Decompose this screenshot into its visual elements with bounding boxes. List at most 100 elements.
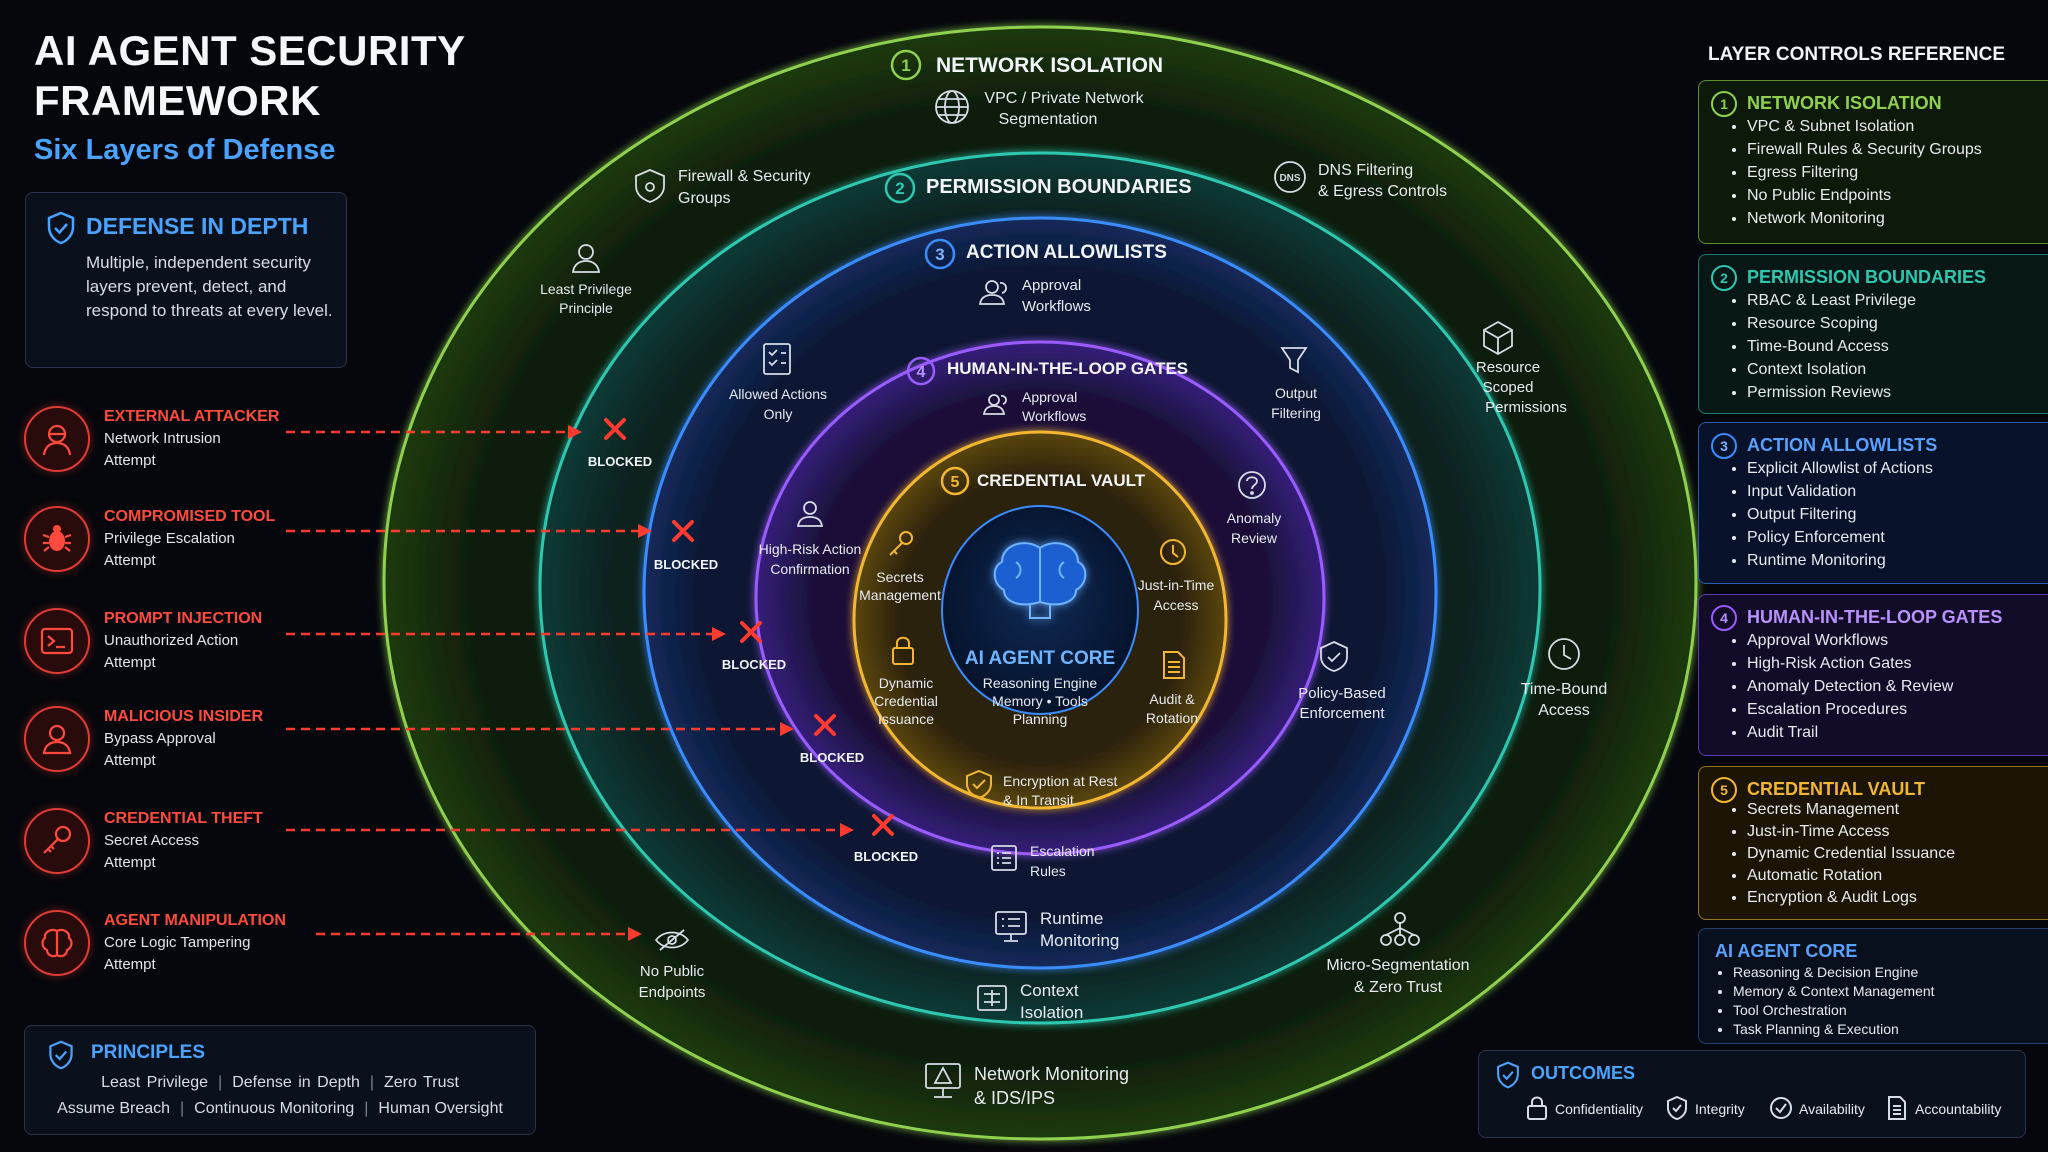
list-item: Time-Bound Access (1747, 335, 1916, 358)
principle-item: Least Privilege (101, 1074, 209, 1091)
list-item: Permission Reviews (1747, 381, 1916, 404)
threat-name: MALICIOUS INSIDER (104, 708, 264, 725)
blocked-x-icon (814, 714, 836, 736)
principle-item: Defense in Depth (232, 1074, 360, 1091)
layer-number: 2 (895, 179, 904, 198)
principle-item: Assume Breach (57, 1100, 171, 1117)
core-line-1: Reasoning Engine (983, 675, 1098, 691)
separator: | (218, 1074, 223, 1091)
list-item: Input Validation (1747, 480, 1933, 503)
blocked-label: BLOCKED (800, 750, 864, 765)
terminal-icon (24, 608, 90, 674)
layer-title-action-allowlists: ACTION ALLOWLISTS (966, 242, 1167, 263)
threat-name: AGENT MANIPULATION (104, 912, 286, 929)
separator: | (369, 1074, 374, 1091)
threat-desc-2: Attempt (104, 854, 156, 871)
micro-segmentation-label: Micro-Segmentation (1326, 957, 1469, 974)
dns-filtering-label-2: & Egress Controls (1318, 183, 1447, 200)
lock-icon (892, 636, 914, 665)
principles-row-2: Assume Breach|Continuous Monitoring|Huma… (25, 1100, 535, 1118)
list-item: No Public Endpoints (1747, 184, 1982, 207)
panel-number: 1 (1711, 91, 1737, 117)
panel-number: 2 (1711, 265, 1737, 291)
audit-rotation-label-2: Rotation (1146, 710, 1198, 726)
list-item: Egress Filtering (1747, 161, 1982, 184)
blocked-label: BLOCKED (588, 454, 652, 469)
runtime-monitoring-label-2: Monitoring (1040, 931, 1119, 950)
title-line-2: FRAMEWORK (34, 77, 321, 124)
output-filtering-label: Output (1275, 385, 1317, 401)
defense-in-depth-card: DEFENSE IN DEPTH Multiple, independent s… (25, 192, 347, 368)
panel-title: HUMAN-IN-THE-LOOP GATES (1747, 607, 2003, 627)
list-icon (991, 845, 1017, 871)
reference-panel-ai-agent-core: AI AGENT CORE Reasoning & Decision Engin… (1698, 928, 2048, 1044)
monitor-alert-icon (925, 1063, 961, 1098)
audit-rotation-label: Audit & (1149, 691, 1195, 707)
layer-number: 4 (917, 364, 926, 381)
defense-in-depth-text: Multiple, independent security layers pr… (86, 253, 333, 320)
layer-number-badge (924, 238, 956, 270)
threat-desc-2: Attempt (104, 752, 156, 769)
page-subtitle: Six Layers of Defense (34, 134, 336, 166)
layer-title-permission-boundaries: PERMISSION BOUNDARIES (926, 176, 1192, 198)
arrowhead (840, 823, 854, 837)
network-monitoring-label: Network Monitoring (974, 1064, 1129, 1084)
list-item: High-Risk Action Gates (1747, 652, 1953, 675)
network-vpc-label-2: Segmentation (999, 111, 1098, 128)
reference-panel-permission-boundaries: 2 PERMISSION BOUNDARIES RBAC & Least Pri… (1698, 254, 2048, 414)
eye-off-icon (654, 929, 690, 951)
list-item: Explicit Allowlist of Actions (1747, 457, 1933, 480)
threat-desc-1: Unauthorized Action (104, 632, 239, 649)
page-title: AI AGENT SECURITY FRAMEWORK (34, 26, 466, 126)
high-risk-confirmation-label: High-Risk Action (759, 541, 862, 557)
dns-filtering-label: DNS Filtering (1318, 162, 1413, 179)
brain-icon (24, 910, 90, 976)
threat-desc-1: Core Logic Tampering (104, 934, 251, 951)
list-item: Runtime Monitoring (1747, 549, 1933, 572)
threat-desc-1: Privilege Escalation (104, 530, 235, 547)
encryption-label-2: & In Transit (1003, 792, 1074, 808)
list-item: Output Filtering (1747, 503, 1933, 526)
layer-number-badge (906, 356, 936, 386)
least-privilege-label: Least Privilege (540, 281, 632, 297)
time-bound-label: Time-Bound (1521, 681, 1608, 698)
threat-malicious-insider: MALICIOUS INSIDER Bypass Approval Attemp… (24, 706, 584, 786)
list-item: Network Monitoring (1747, 207, 1982, 230)
principle-item: Continuous Monitoring (194, 1100, 355, 1117)
resource-scoped-label: Resource (1476, 359, 1540, 376)
ring-ai-agent-core (941, 505, 1139, 715)
blocked-x-icon (872, 814, 894, 836)
panel-number: 5 (1711, 777, 1737, 803)
context-isolation-label: Context (1020, 981, 1079, 1000)
panel-items: RBAC & Least Privilege Resource Scoping … (1729, 289, 1916, 404)
threat-name: CREDENTIAL THEFT (104, 810, 263, 827)
layer-title-network-isolation: NETWORK ISOLATION (936, 54, 1163, 77)
reference-panel-network-isolation: 1 NETWORK ISOLATION VPC & Subnet Isolati… (1698, 80, 2048, 244)
context-isolation-label-2: Isolation (1020, 1003, 1083, 1022)
least-privilege-label-2: Principle (559, 300, 613, 316)
list-item: Dynamic Credential Issuance (1747, 843, 1955, 865)
shield-check-icon (47, 211, 75, 245)
network-vpc-label: VPC / Private Network (984, 90, 1144, 107)
list-item: Tool Orchestration (1733, 1001, 1935, 1020)
list-item: Just-in-Time Access (1747, 821, 1955, 843)
threat-desc-1: Secret Access (104, 832, 200, 849)
layer-title-human-in-the-loop: HUMAN-IN-THE-LOOP GATES (947, 359, 1188, 378)
list-item: Firewall Rules & Security Groups (1747, 138, 1982, 161)
outcome-label: Accountability (1915, 1101, 2002, 1117)
dns-icon: DNS (1274, 161, 1306, 193)
threat-desc-2: Attempt (104, 452, 156, 469)
arrowhead (780, 722, 794, 736)
blocked-label: BLOCKED (654, 557, 718, 572)
panel-number: 3 (1711, 433, 1737, 459)
policy-enforcement-label: Policy-Based (1298, 685, 1386, 702)
escalation-rules-label-2: Rules (1030, 863, 1066, 879)
arrowhead (638, 524, 652, 538)
principle-item: Human Oversight (378, 1100, 503, 1117)
no-public-endpoints-label: No Public (640, 963, 705, 980)
list-item: Resource Scoping (1747, 312, 1916, 335)
user-icon (796, 501, 824, 527)
threat-name: EXTERNAL ATTACKER (104, 408, 280, 425)
layer-number: 3 (935, 245, 944, 264)
